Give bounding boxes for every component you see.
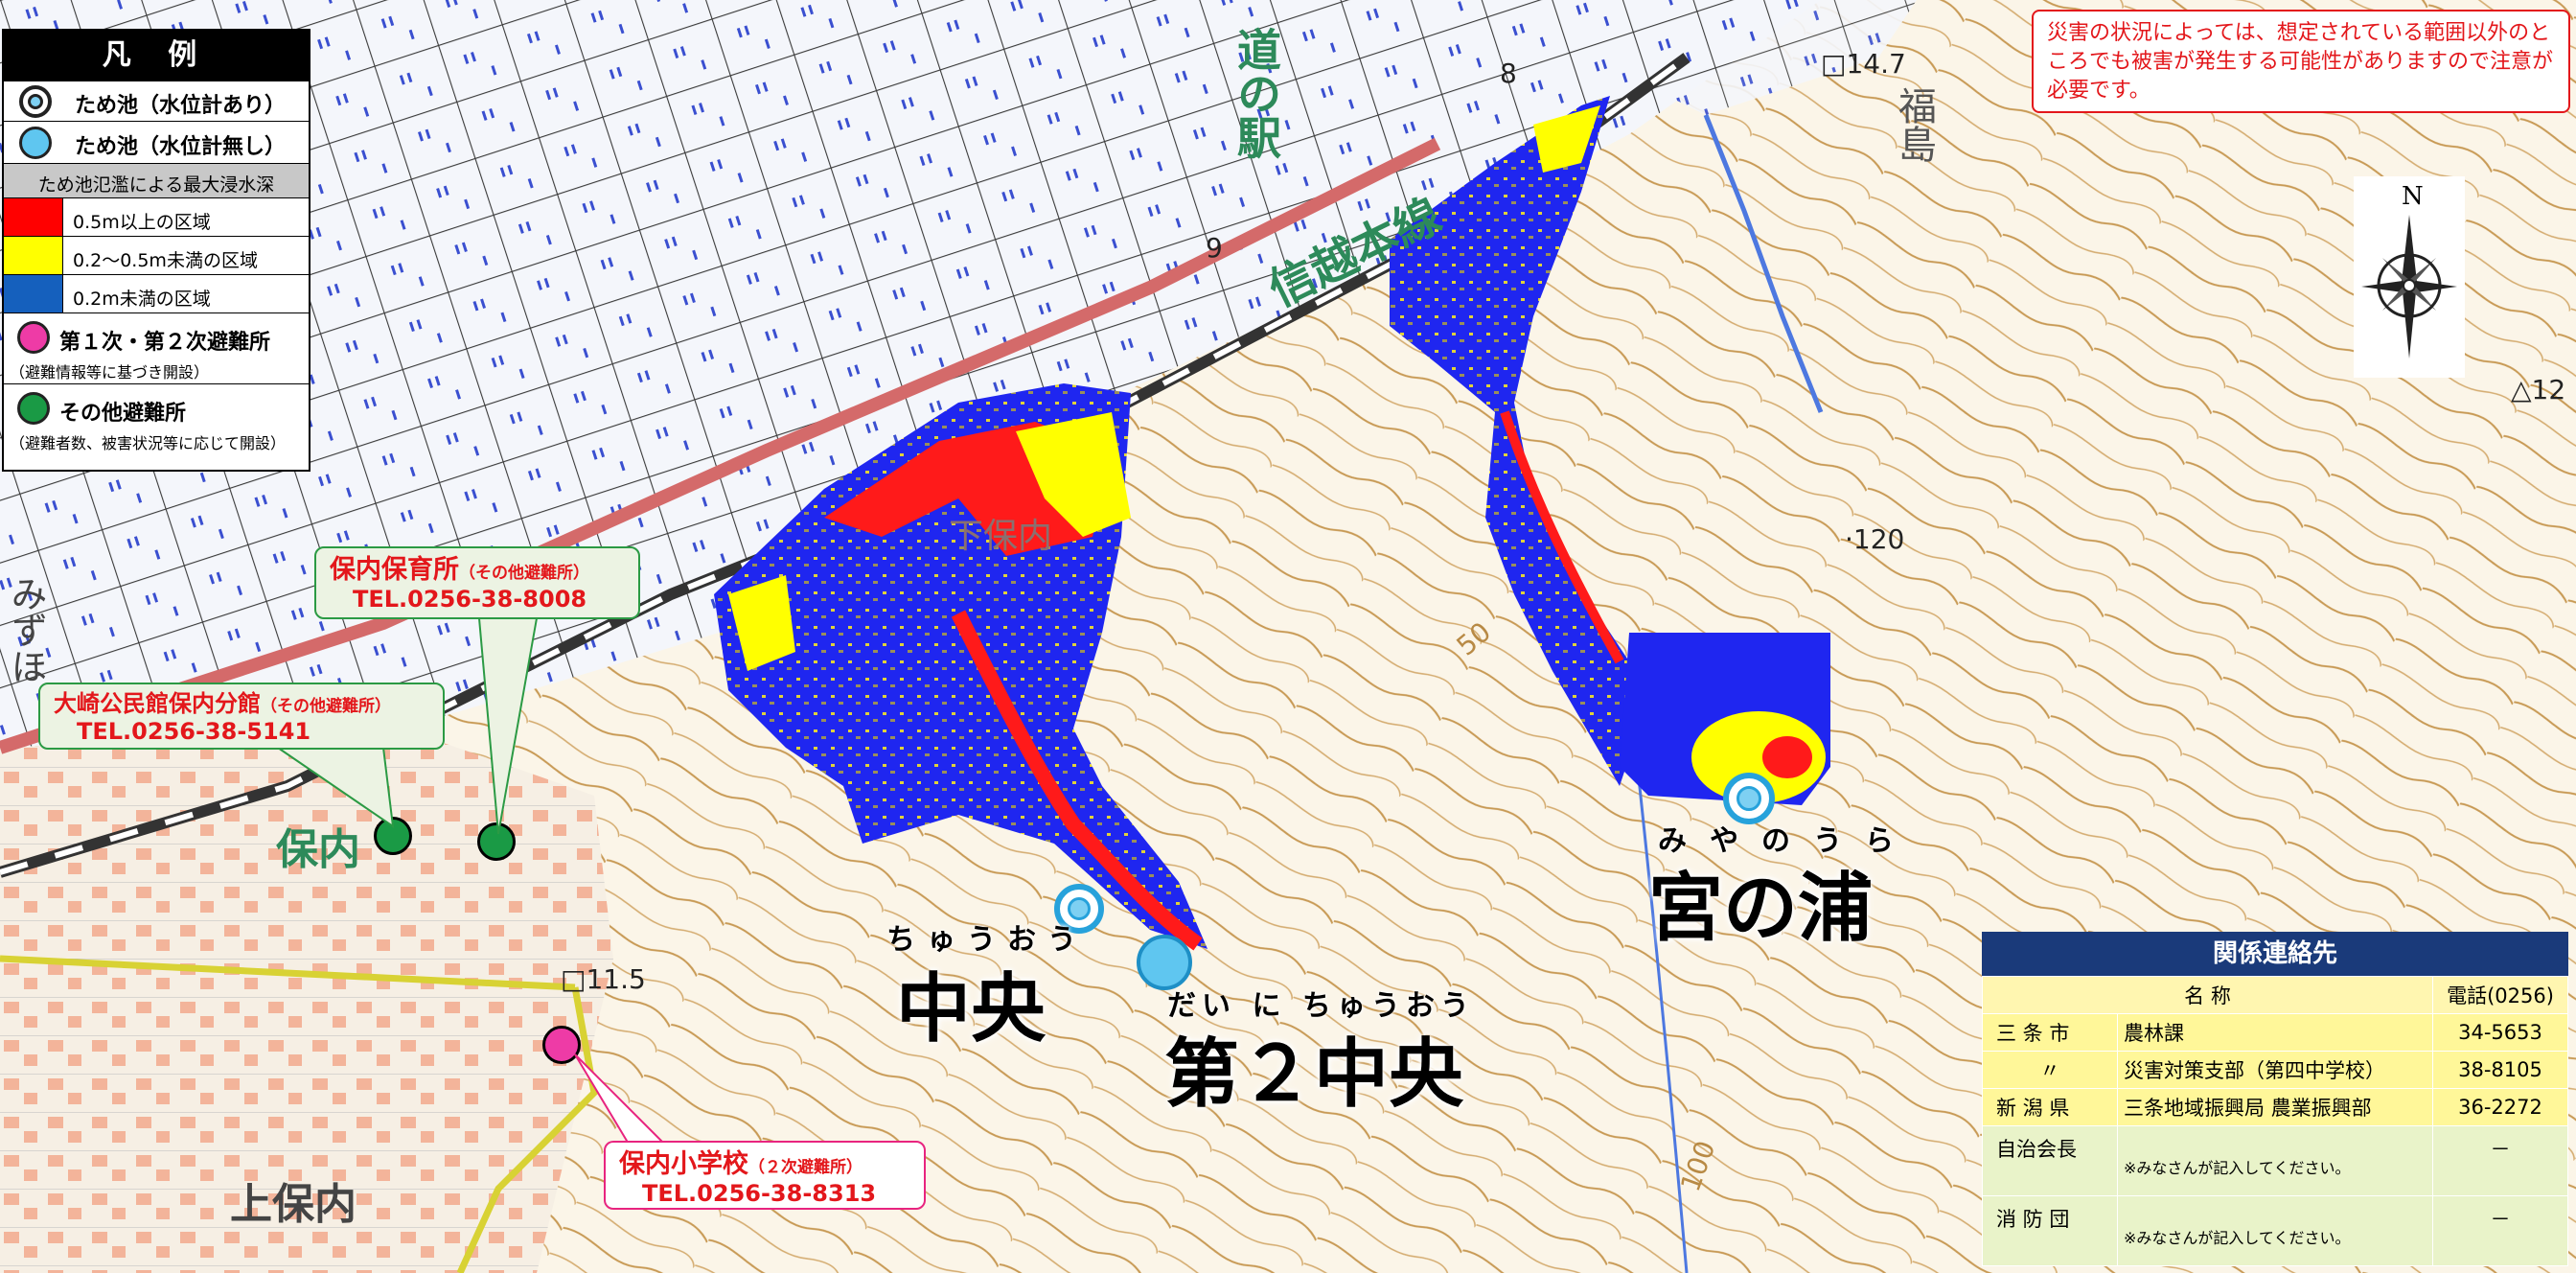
hall-name: 大崎公民館保内分館	[54, 690, 261, 717]
callout-nursery: 保内保育所（その他避難所） TEL.0256-38-8008	[314, 546, 640, 619]
contact-row: 新 潟 県 三条地域振興局 農業振興部 36-2272	[1982, 1088, 2568, 1126]
pond-dai2-marker[interactable]	[1137, 935, 1192, 990]
nursery-tel: TEL.0256-38-8008	[353, 586, 587, 613]
contact-tel: 38-8105	[2432, 1051, 2568, 1089]
hounai-label: 保内	[276, 825, 360, 874]
contact-dept: 三条地域振興局 農業振興部	[2117, 1088, 2433, 1126]
pond-chuo-reading: ちゅうおう	[886, 923, 1088, 957]
depth-swatch-blue	[4, 275, 63, 312]
legend-shelter-other-label: その他避難所	[59, 402, 187, 426]
shimohonai-label: 下保内	[949, 517, 1053, 556]
contact-title: 関係連絡先	[1982, 932, 2568, 976]
flood-area	[714, 96, 1830, 951]
pond-miyanoura-reading: みやのうら	[1658, 824, 1917, 858]
legend-depth-1: 0.2～0.5m未満の区域	[73, 250, 258, 271]
kamihounai-label: 上保内	[230, 1180, 356, 1229]
depth-swatch-red	[4, 198, 63, 236]
legend-depth-2: 0.2m未満の区域	[73, 289, 211, 310]
compass-north-label: N	[2402, 182, 2424, 211]
legend-depth-0: 0.5m以上の区域	[73, 212, 211, 233]
school-tag: （２次避難所）	[748, 1158, 862, 1177]
elevation-14-7: □14.7	[1821, 48, 1906, 80]
legend-pond-gauge-label: ため池（水位計あり）	[75, 94, 287, 118]
compass-rose-icon	[2361, 215, 2457, 359]
elevation-8: 8	[1500, 58, 1517, 89]
school-name: 保内小学校	[619, 1149, 748, 1179]
contact-org: 自治会長	[1982, 1125, 2118, 1196]
pond-chuo-name: 中央	[896, 966, 1046, 1053]
contact-org: 三 条 市	[1982, 1013, 2118, 1052]
contact-org: 〃	[1982, 1051, 2118, 1089]
pond-miyanoura-marker[interactable]	[1723, 773, 1775, 824]
contact-col-name: 名 称	[1982, 976, 2433, 1014]
legend-shelter-primary-label: 第１次・第２次避難所	[59, 331, 271, 355]
elevation-12: △12	[2511, 374, 2566, 405]
pond-chuo-marker[interactable]	[1054, 884, 1104, 934]
fukushima-label: 福島	[1892, 86, 1936, 163]
contact-tel: －	[2432, 1125, 2568, 1196]
shelter-nursery-marker[interactable]	[477, 822, 516, 861]
contact-org: 新 潟 県	[1982, 1088, 2118, 1126]
elevation-11-5: □11.5	[561, 963, 646, 995]
pond-miyanoura-name: 宮の浦	[1648, 866, 1874, 952]
contact-col-tel: 電話(0256)	[2432, 976, 2568, 1014]
pond-with-gauge-icon	[19, 85, 52, 118]
contact-tel: 36-2272	[2432, 1088, 2568, 1126]
legend-pond-nogauge-label: ため池（水位計無し）	[75, 135, 287, 159]
nursery-name: 保内保育所	[330, 555, 459, 585]
contact-tel: －	[2432, 1195, 2568, 1266]
legend-shelter-other-note: （避難者数、被害状況等に応じて開設）	[10, 434, 287, 452]
pond-without-gauge-icon	[19, 127, 52, 159]
legend-title: 凡 例	[4, 31, 309, 81]
contact-row: 自治会長 ※みなさんが記入してください。 －	[1982, 1125, 2568, 1196]
contact-row: 〃 災害対策支部（第四中学校） 38-8105	[1982, 1051, 2568, 1089]
pond-dai2-name: 第２中央	[1164, 1031, 1464, 1118]
shelter-school-marker[interactable]	[542, 1026, 581, 1064]
michi-no-eki-label: 道の駅	[1230, 27, 1282, 159]
shelter-other-icon	[17, 392, 50, 425]
contact-note: ※みなさんが記入してください。	[2124, 1159, 2351, 1177]
depth-swatch-yellow	[4, 237, 63, 274]
contact-dept: 農林課	[2117, 1013, 2433, 1052]
compass: N	[2354, 176, 2465, 378]
callout-hall: 大崎公民館保内分館（その他避難所） TEL.0256-38-5141	[38, 683, 445, 750]
legend-shelter-primary-note: （避難情報等に基づき開設）	[10, 363, 210, 382]
contact-table: 関係連絡先 名 称 電話(0256) 三 条 市 農林課 34-5653 〃 災…	[1982, 932, 2568, 1266]
school-tel: TEL.0256-38-8313	[642, 1180, 877, 1207]
contact-row: 三 条 市 農林課 34-5653	[1982, 1013, 2568, 1052]
elevation-120: ·120	[1845, 523, 1905, 555]
warning-notice: 災害の状況によっては、想定されている範囲以外のところでも被害が発生する可能性があ…	[2032, 10, 2570, 113]
nursery-tag: （その他避難所）	[459, 564, 589, 583]
hall-tag: （その他避難所）	[261, 697, 391, 716]
contact-row: 消 防 団 ※みなさんが記入してください。 －	[1982, 1195, 2568, 1266]
legend-panel: 凡 例 ため池（水位計あり） ため池（水位計無し） ため池氾濫による最大浸水深 …	[2, 29, 310, 472]
contact-dept: 災害対策支部（第四中学校）	[2117, 1051, 2433, 1089]
hall-tel: TEL.0256-38-5141	[77, 718, 311, 745]
contact-note: ※みなさんが記入してください。	[2124, 1229, 2351, 1247]
pond-dai2-reading: だい に ちゅうおう	[1167, 989, 1475, 1023]
callout-school: 保内小学校（２次避難所） TEL.0256-38-8313	[604, 1141, 926, 1210]
contact-tel: 34-5653	[2432, 1013, 2568, 1052]
shelter-primary-icon	[17, 321, 50, 354]
contact-org: 消 防 団	[1982, 1195, 2118, 1266]
legend-depth-header: ため池氾濫による最大浸水深	[37, 174, 275, 196]
elevation-9: 9	[1206, 232, 1223, 264]
mizuho-label: みずほ	[5, 575, 47, 684]
